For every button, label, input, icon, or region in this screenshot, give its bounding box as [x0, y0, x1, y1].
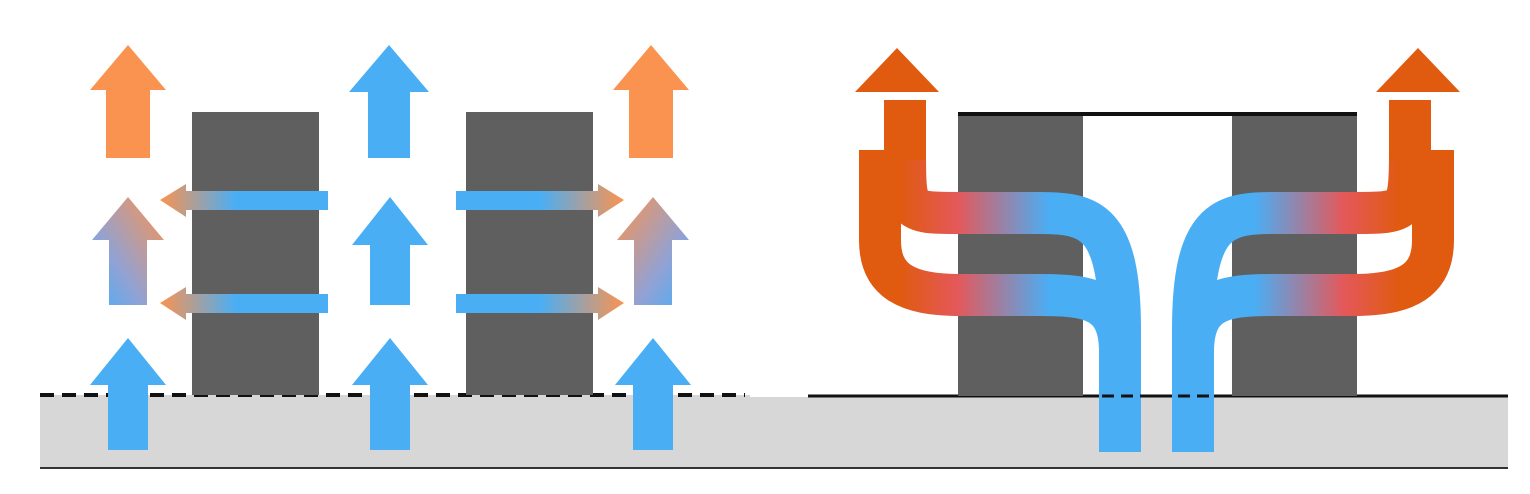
up-arrow-icon [352, 197, 428, 305]
up-arrow-icon [613, 45, 689, 158]
curved-arrow-icon [1376, 48, 1460, 92]
curved-arrow-icon [1172, 100, 1454, 452]
up-arrow-icon [92, 197, 164, 305]
up-arrow-icon [615, 338, 691, 450]
component-block [192, 112, 319, 395]
curved-arrow-icon [855, 48, 939, 92]
left-panel [40, 45, 750, 469]
component-block [958, 114, 1083, 396]
side-arrow-icon [160, 184, 328, 217]
side-arrow-icon [456, 184, 624, 217]
component-block [466, 112, 593, 395]
side-arrow-icon [456, 287, 624, 320]
up-arrow-icon [90, 338, 166, 450]
up-arrow-icon [352, 338, 428, 450]
component-block [1232, 114, 1357, 396]
right-panel [750, 48, 1508, 469]
side-arrow-icon [160, 287, 328, 320]
up-arrow-icon [617, 197, 689, 305]
curved-arrow-icon [859, 100, 1141, 452]
up-arrow-icon [349, 45, 429, 158]
up-arrow-icon [90, 45, 166, 158]
